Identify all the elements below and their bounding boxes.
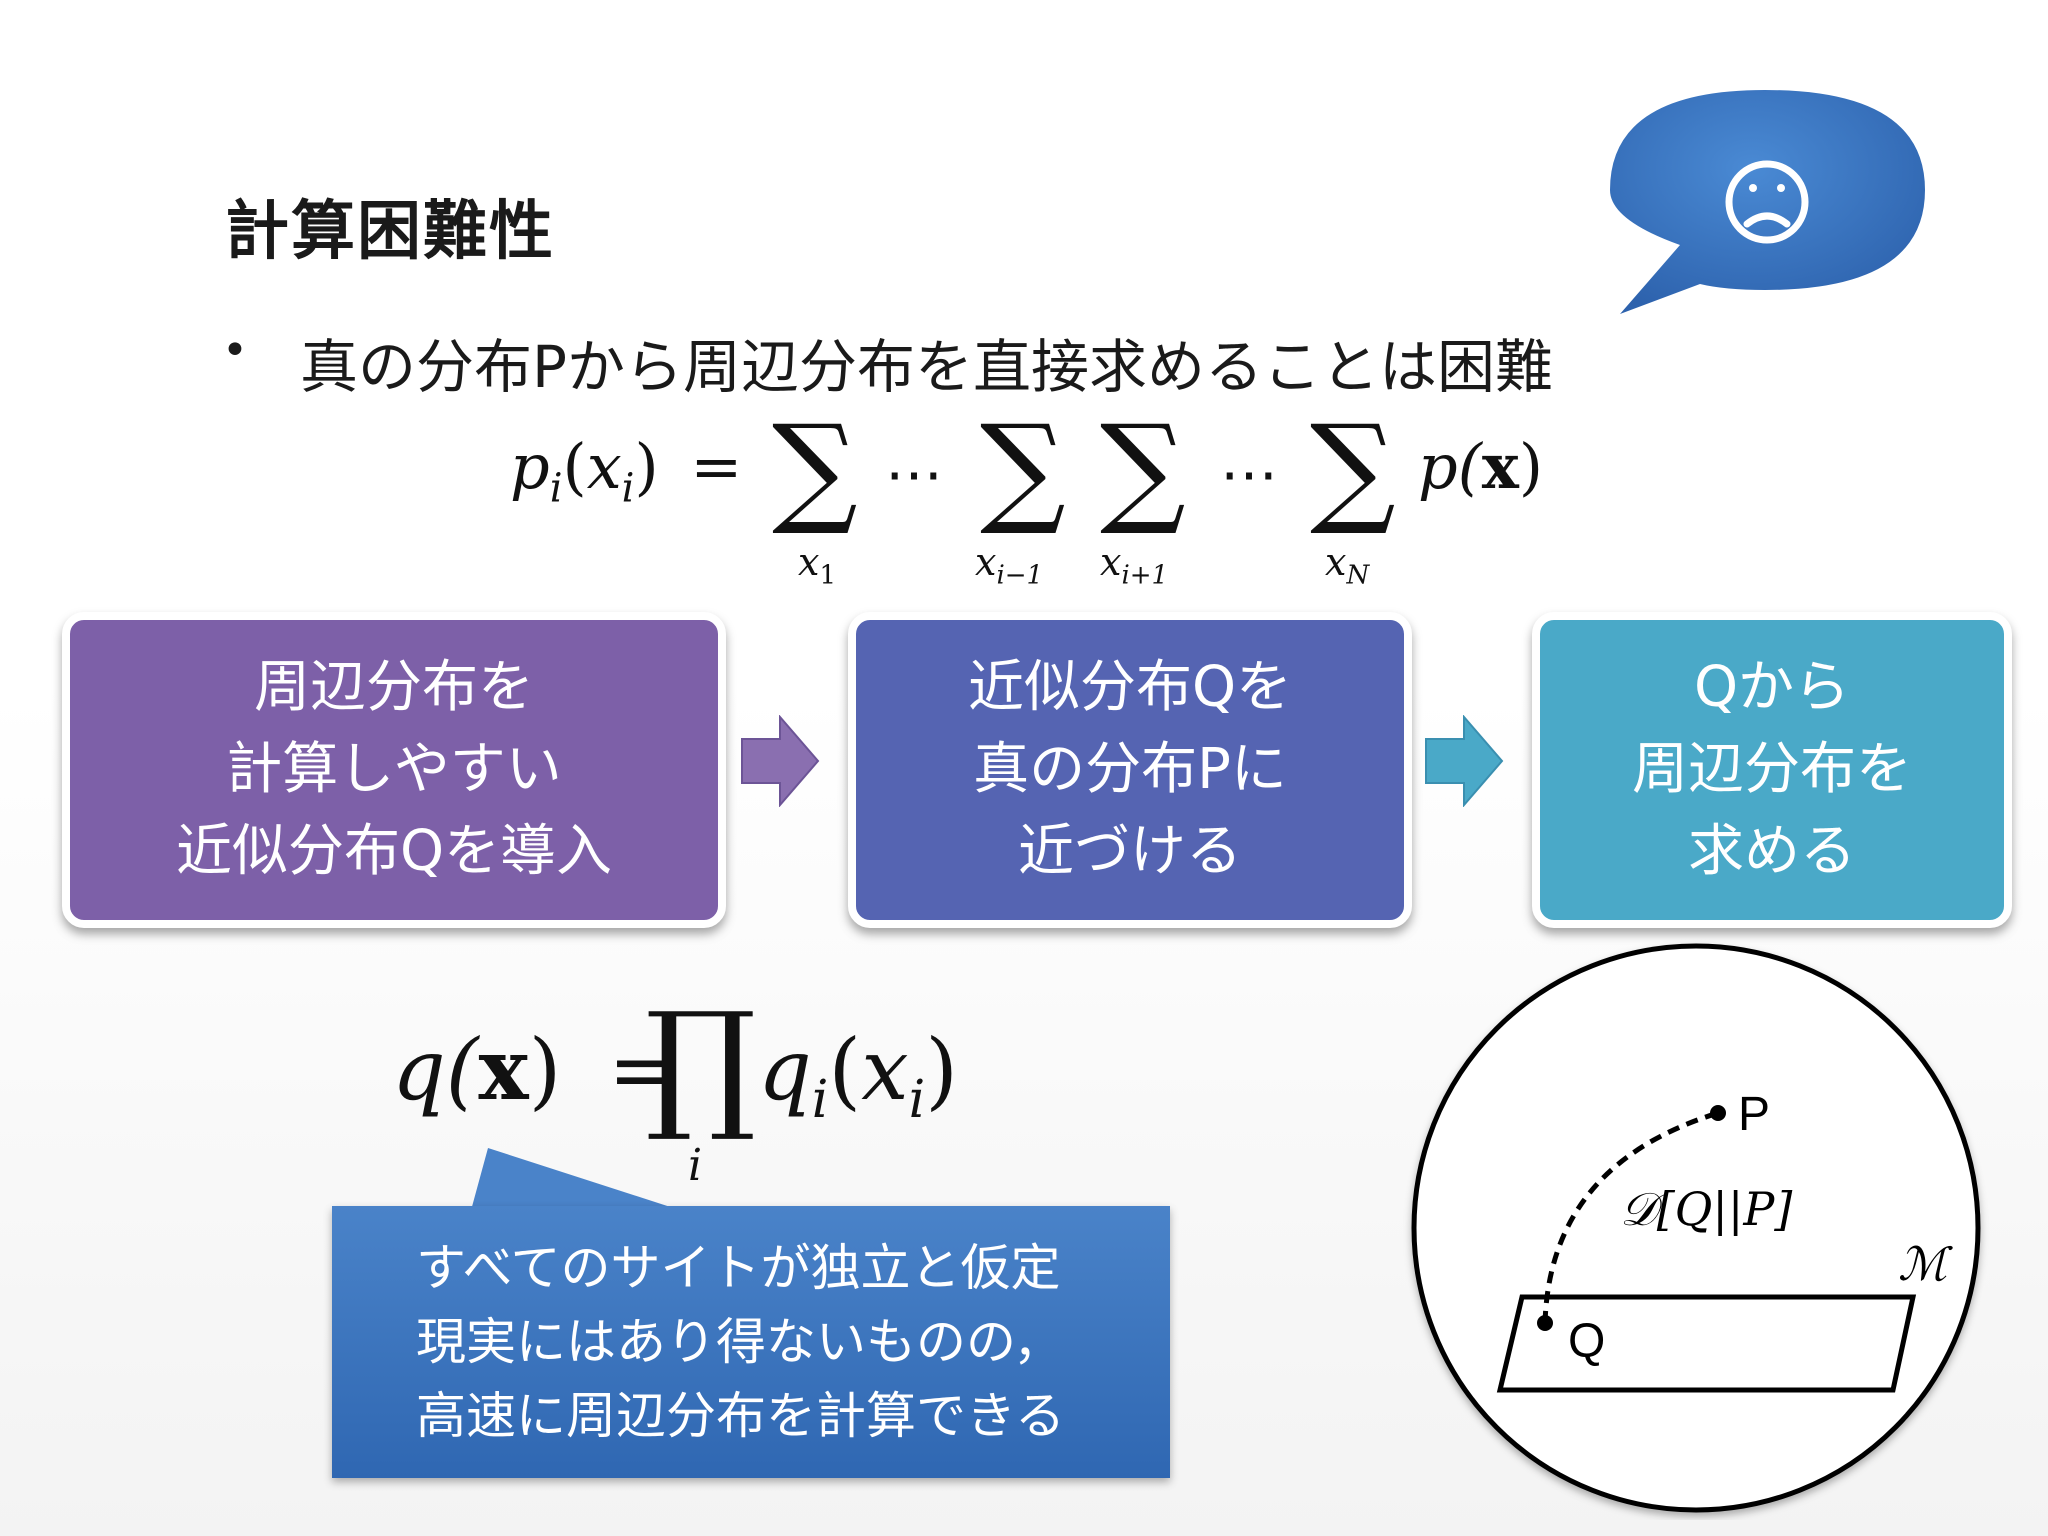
sum-symbol-3: ∑: [1100, 400, 1186, 539]
flow-arrow-1: [741, 715, 820, 807]
formula1-close-paren: ): [634, 430, 659, 503]
sad-face-icon: [1725, 160, 1809, 244]
q-label: Q: [1568, 1315, 1605, 1368]
formula1-p-sub: i: [549, 465, 563, 512]
sum-limit-4: xN: [1325, 540, 1370, 591]
flow-box-approximate-p: 近似分布Qを 真の分布Pに 近づける: [848, 612, 1412, 928]
manifold-plane: [1496, 1294, 1917, 1393]
callout-line3: 高速に周辺分布を計算できる: [416, 1387, 1065, 1445]
sum-symbol-1: ∑: [772, 400, 858, 539]
formula1-open-paren: (: [562, 430, 587, 503]
bullet-dot: •: [222, 325, 248, 376]
sum-limit-2: xi−1: [975, 540, 1044, 591]
formula2-close: ): [528, 1021, 562, 1119]
formula1-x-sub: i: [621, 465, 635, 512]
sum-limit-3: xi+1: [1100, 540, 1169, 591]
speech-bubble-shape: [1610, 90, 1925, 314]
flow-box1-line2: 計算しやすい: [226, 737, 562, 802]
formula1-x: x: [586, 430, 622, 503]
formula2-rhs-q: q: [758, 1021, 812, 1119]
divergence-label: 𝒟[Q||P]: [1620, 1182, 1792, 1236]
manifold-diagram: P Q 𝒟[Q||P] ℳ: [1411, 943, 1981, 1513]
p-label: P: [1738, 1088, 1770, 1141]
flow-box2-line1: 近似分布Qを: [967, 655, 1293, 720]
marginal-formula-lhs: pi(xi) =: [510, 432, 742, 523]
formula2-rhs-close: ): [925, 1021, 958, 1119]
sum-symbol-4: ∑: [1310, 400, 1396, 539]
bullet-text: 真の分布Pから周辺分布を直接求めることは困難: [300, 333, 1553, 401]
flow-box3-line2: 周辺分布を: [1632, 737, 1912, 802]
dots-2: ⋯: [1220, 440, 1278, 508]
flow-box3-line3: 求める: [1688, 819, 1856, 884]
point-q: [1537, 1315, 1553, 1331]
product-symbol: ∏: [645, 983, 757, 1146]
flow-arrow-2: [1425, 715, 1504, 807]
formula1-p: p: [510, 430, 550, 503]
mean-field-formula-lhs: q(x) =: [392, 1020, 679, 1120]
assumption-callout: すべてのサイトが独立と仮定 現実にはあり得ないものの， 高速に周辺分布を計算でき…: [332, 1206, 1170, 1478]
formula2-rhs-x: x: [861, 1021, 909, 1119]
dots-1: ⋯: [885, 440, 943, 508]
callout-pointer: [470, 1148, 692, 1214]
flow-box3-line1: Qから: [1693, 655, 1851, 720]
marginal-formula-rhs: p(x): [1418, 432, 1543, 502]
flow-box-introduce-approximation: 周辺分布を 計算しやすい 近似分布Qを導入: [62, 612, 726, 928]
formula2-rhs-x-sub: i: [908, 1069, 926, 1130]
speech-bubble: [1610, 90, 1925, 314]
flow-box2-line3: 近づける: [1018, 819, 1242, 884]
formula2-rhs-open: (: [828, 1021, 862, 1119]
point-p: [1710, 1105, 1726, 1121]
mean-field-formula-rhs: qi(xi): [758, 1020, 958, 1150]
callout-line2: 現実にはあり得ないものの，: [416, 1313, 1063, 1371]
flow-box2-line2: 真の分布Pに: [973, 737, 1287, 802]
divergence-path: [1542, 1110, 1719, 1324]
manifold-label: ℳ: [1898, 1237, 1953, 1291]
callout-line1: すべてのサイトが独立と仮定: [416, 1239, 1061, 1297]
formula1-rhs-close: ): [1518, 430, 1544, 503]
flow-box1-line3: 近似分布Qを導入: [175, 819, 613, 884]
formula1-rhs-p: p(: [1418, 430, 1482, 503]
formula1-equals: =: [690, 430, 743, 503]
slide-title: 計算困難性: [225, 195, 555, 269]
sum-limit-1: x1: [798, 540, 836, 591]
sum-symbol-2: ∑: [980, 400, 1066, 539]
flow-box1-line1: 周辺分布を: [254, 655, 534, 720]
formula1-rhs-x: x: [1481, 430, 1519, 503]
formula2-equals: =: [608, 1021, 679, 1119]
formula2-q: q(: [392, 1021, 479, 1119]
formula2-x: x: [478, 1020, 529, 1119]
product-limit: i: [688, 1140, 703, 1191]
flow-box-compute-marginal: Qから 周辺分布を 求める: [1532, 612, 2012, 928]
formula2-rhs-q-sub: i: [811, 1069, 829, 1130]
